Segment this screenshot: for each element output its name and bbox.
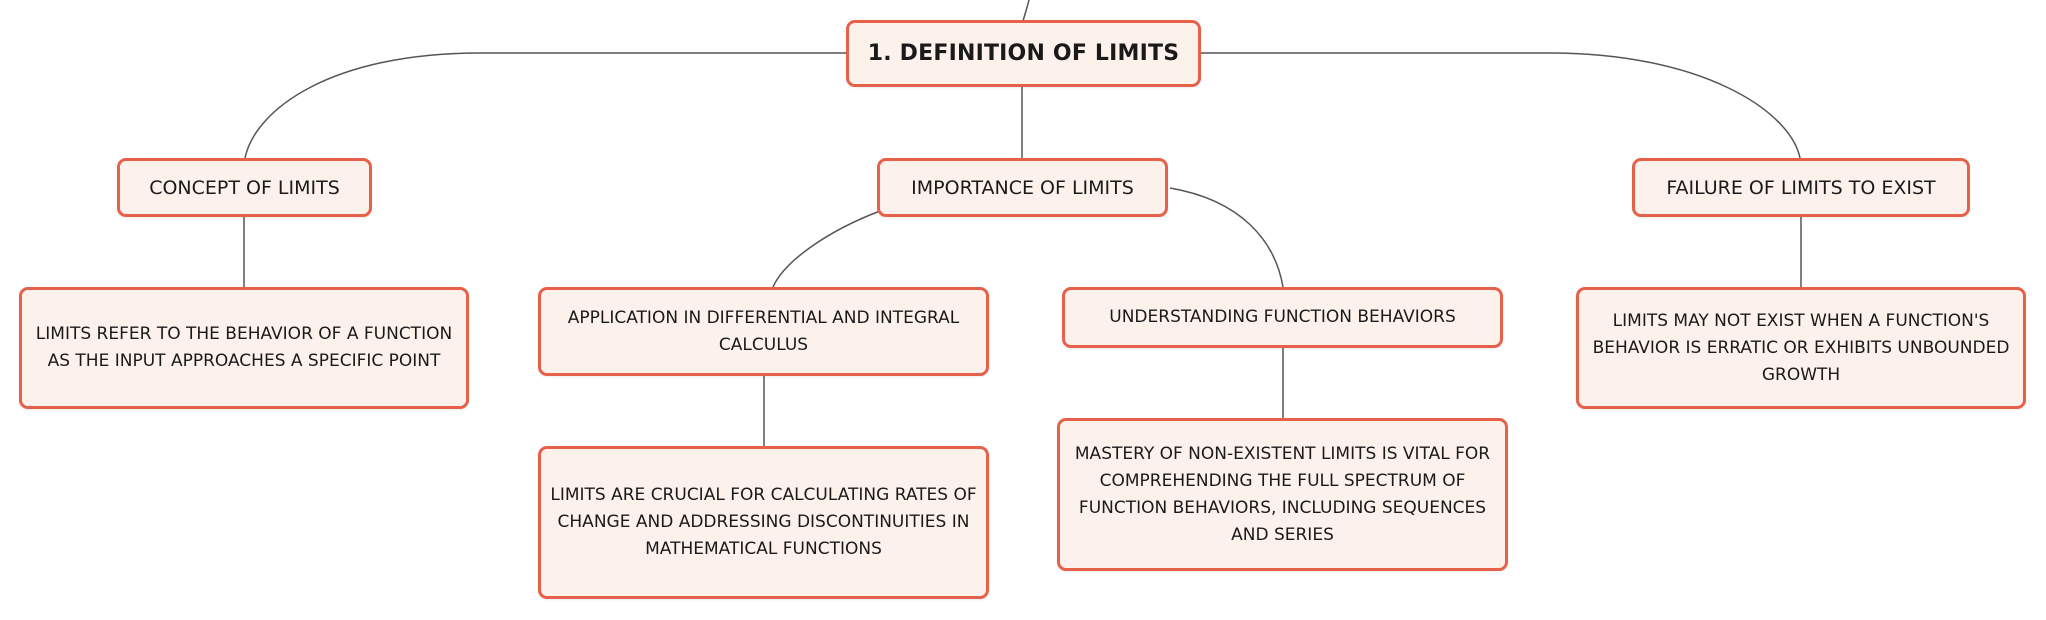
detail-node-application[interactable]: LIMITS ARE CRUCIAL FOR CALCULATING RATES… [538, 446, 989, 599]
branch-node-label: FAILURE OF LIMITS TO EXIST [1666, 176, 1936, 199]
connector-root-failure [1200, 52, 1801, 159]
detail-node-label: MASTERY OF NON-EXISTENT LIMITS IS VITAL … [1074, 443, 1491, 545]
connector-parent-up [1022, 0, 1030, 22]
leaf-node-failure[interactable]: LIMITS MAY NOT EXIST WHEN A FUNCTION'S B… [1576, 287, 2026, 409]
connector-root-concept [244, 52, 846, 159]
branch-node-concept[interactable]: CONCEPT OF LIMITS [117, 158, 372, 217]
leaf-node-understanding[interactable]: UNDERSTANDING FUNCTION BEHAVIORS [1062, 287, 1503, 348]
leaf-node-label: LIMITS REFER TO THE BEHAVIOR OF A FUNCTI… [35, 324, 453, 371]
root-node-label: 1. DEFINITION OF LIMITS [867, 41, 1180, 66]
leaf-node-label: APPLICATION IN DIFFERENTIAL AND INTEGRAL… [567, 307, 960, 355]
connector-importance-understanding [1169, 187, 1284, 288]
detail-node-understanding[interactable]: MASTERY OF NON-EXISTENT LIMITS IS VITAL … [1057, 418, 1508, 571]
leaf-node-application[interactable]: APPLICATION IN DIFFERENTIAL AND INTEGRAL… [538, 287, 989, 376]
root-node[interactable]: 1. DEFINITION OF LIMITS [846, 20, 1201, 87]
leaf-node-label: UNDERSTANDING FUNCTION BEHAVIORS [1109, 307, 1456, 327]
leaf-node-label: LIMITS MAY NOT EXIST WHEN A FUNCTION'S B… [1592, 310, 2010, 385]
branch-node-failure[interactable]: FAILURE OF LIMITS TO EXIST [1632, 158, 1970, 217]
branch-node-importance[interactable]: IMPORTANCE OF LIMITS [877, 158, 1168, 217]
branch-node-label: IMPORTANCE OF LIMITS [911, 176, 1134, 199]
detail-node-label: LIMITS ARE CRUCIAL FOR CALCULATING RATES… [550, 485, 977, 559]
leaf-node-concept[interactable]: LIMITS REFER TO THE BEHAVIOR OF A FUNCTI… [19, 287, 469, 409]
connector-importance-application [772, 210, 881, 288]
branch-node-label: CONCEPT OF LIMITS [149, 176, 340, 199]
